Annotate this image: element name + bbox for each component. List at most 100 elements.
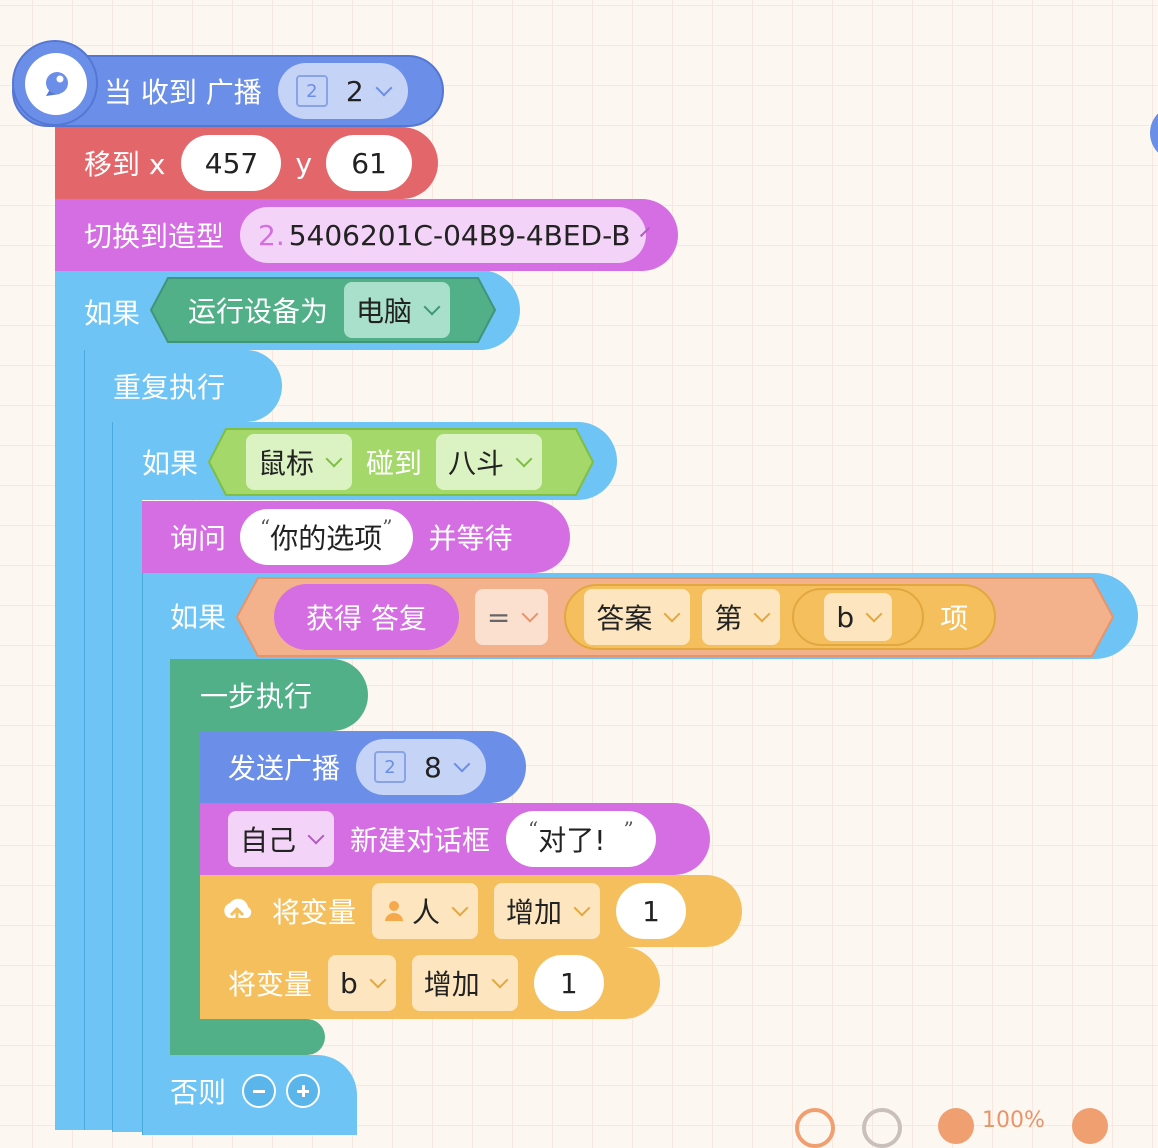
touch-label: 碰到	[366, 447, 423, 480]
index-variable-value: b	[836, 600, 855, 634]
index-suffix: 项	[940, 602, 969, 635]
get-answer-reporter[interactable]: 获得 答复	[274, 584, 459, 650]
chevron-down-icon	[451, 899, 469, 917]
goto-y-input[interactable]: 61	[326, 135, 413, 191]
broadcast-send-dropdown[interactable]: 2 8	[356, 739, 486, 795]
device-condition[interactable]: 运行设备为 电脑	[150, 277, 496, 343]
zoom-level: 100%	[982, 1108, 1045, 1133]
device-value: 电脑	[356, 295, 413, 328]
list-value: 答案	[596, 602, 653, 635]
if2-row: 如果	[142, 434, 198, 490]
dialog-text: 对了!	[538, 824, 606, 857]
cloud-upload-icon	[220, 896, 254, 926]
var1-op: 增加	[506, 896, 563, 929]
broadcast-num-icon: 2	[374, 751, 407, 783]
if2-label: 如果	[142, 447, 199, 480]
device-dropdown[interactable]: 电脑	[344, 282, 451, 338]
ask-row: 询问 “ 你的选项 ” 并等待	[170, 509, 513, 565]
index-prefix-dropdown[interactable]: 第	[702, 589, 781, 645]
if3-row: 如果	[170, 588, 226, 644]
costume-num: 2.	[258, 218, 285, 252]
zoom-in-icon[interactable]	[1072, 1108, 1108, 1144]
mouse-touch-condition[interactable]: 鼠标 碰到 八斗	[208, 428, 594, 496]
ask-suffix: 并等待	[428, 522, 513, 555]
minus-icon[interactable]	[242, 1074, 277, 1108]
repeat-block-arm	[84, 350, 112, 1130]
sensor-dropdown[interactable]: 鼠标	[246, 434, 353, 490]
var2-op-dropdown[interactable]: 增加	[411, 955, 518, 1011]
repeat-block[interactable]	[84, 350, 282, 422]
ask-text-input[interactable]: “ 你的选项 ”	[240, 509, 413, 565]
quote-open-icon: “	[260, 515, 271, 539]
var2-name: b	[340, 966, 358, 1000]
quote-open-icon: “	[528, 817, 539, 841]
costume-row: 切换到造型 2. 5406201C-04B9-4BED-B	[84, 207, 651, 263]
var1-row: 将变量 人 增加 1	[220, 883, 687, 939]
if-block-answer-arm	[142, 573, 170, 1133]
chevron-down-icon	[307, 827, 325, 845]
chevron-down-icon	[573, 899, 591, 917]
touch-target-value: 八斗	[448, 447, 505, 480]
goto-y-label: y	[295, 146, 313, 180]
operator-dropdown[interactable]: =	[474, 589, 549, 645]
dialog-text-input[interactable]: “ 对了! ”	[506, 811, 656, 867]
goto-row: 移到 x 457 y 61	[84, 135, 413, 191]
index-variable-dropdown[interactable]: b	[824, 593, 893, 641]
broadcast-label: 发送广播	[228, 752, 341, 785]
var1-name: 人	[412, 896, 441, 929]
ask-text: 你的选项	[270, 522, 383, 555]
quote-close-icon: ”	[382, 515, 393, 539]
var2-op: 增加	[423, 968, 480, 1001]
person-icon	[384, 900, 404, 922]
step-block-arm	[170, 659, 200, 1055]
dialog-row: 自己 新建对话框 “ 对了! ”	[228, 811, 656, 867]
redo-icon[interactable]	[862, 1108, 902, 1148]
var2-name-dropdown[interactable]: b	[328, 955, 396, 1011]
ask-label: 询问	[170, 522, 227, 555]
undo-icon[interactable]	[795, 1108, 835, 1148]
chevron-down-icon	[515, 450, 533, 468]
repeat-label: 重复执行	[113, 371, 226, 404]
broadcast-row: 发送广播 2 8	[228, 739, 486, 795]
offscreen-block-edge[interactable]	[1150, 105, 1158, 161]
sensor-value: 鼠标	[258, 447, 315, 480]
else-label: 否则	[170, 1076, 227, 1109]
get-answer-label: 获得 答复	[306, 602, 427, 635]
index-prefix: 第	[714, 602, 743, 635]
step-row: 一步执行	[200, 667, 312, 723]
costume-dropdown[interactable]: 2. 5406201C-04B9-4BED-B	[240, 207, 651, 263]
hat-row: 当 收到 广播 2 2	[104, 63, 408, 119]
chevron-down-icon	[369, 971, 387, 989]
else-row: 否则	[170, 1063, 321, 1119]
chevron-down-icon	[423, 298, 441, 316]
if-block-mouse-arm	[112, 422, 142, 1132]
var1-value-input[interactable]: 1	[616, 883, 687, 939]
chevron-down-icon	[375, 79, 393, 97]
broadcast-send-value: 8	[424, 750, 442, 784]
quote-close-icon: ”	[623, 817, 634, 841]
broadcast-dropdown[interactable]: 2 2	[277, 63, 408, 119]
broadcast-num-icon: 2	[295, 75, 328, 107]
chevron-down-icon	[753, 605, 771, 623]
chevron-down-icon	[865, 605, 883, 623]
chevron-down-icon	[521, 605, 539, 623]
index-variable-reporter[interactable]: b	[792, 588, 925, 646]
list-item-reporter[interactable]: 答案 第 b 项	[564, 584, 997, 650]
var1-name-dropdown[interactable]: 人	[372, 883, 479, 939]
if1-row: 如果	[84, 284, 140, 340]
zoom-out-icon[interactable]	[938, 1108, 974, 1144]
goto-x-input[interactable]: 457	[181, 135, 282, 191]
step-label: 一步执行	[200, 680, 313, 713]
chevron-down-icon	[663, 605, 681, 623]
var1-op-dropdown[interactable]: 增加	[494, 883, 601, 939]
step-block[interactable]	[170, 659, 368, 731]
plus-icon[interactable]	[286, 1074, 321, 1108]
var2-value-input[interactable]: 1	[533, 955, 604, 1011]
equals-condition[interactable]: 获得 答复 = 答案 第 b 项	[236, 577, 1114, 657]
operator-value: =	[486, 600, 511, 634]
touch-target-dropdown[interactable]: 八斗	[436, 434, 543, 490]
if1-label: 如果	[84, 297, 141, 330]
list-dropdown[interactable]: 答案	[584, 589, 691, 645]
var2-row: 将变量 b 增加 1	[228, 955, 604, 1011]
dialog-target-dropdown[interactable]: 自己	[228, 811, 335, 867]
